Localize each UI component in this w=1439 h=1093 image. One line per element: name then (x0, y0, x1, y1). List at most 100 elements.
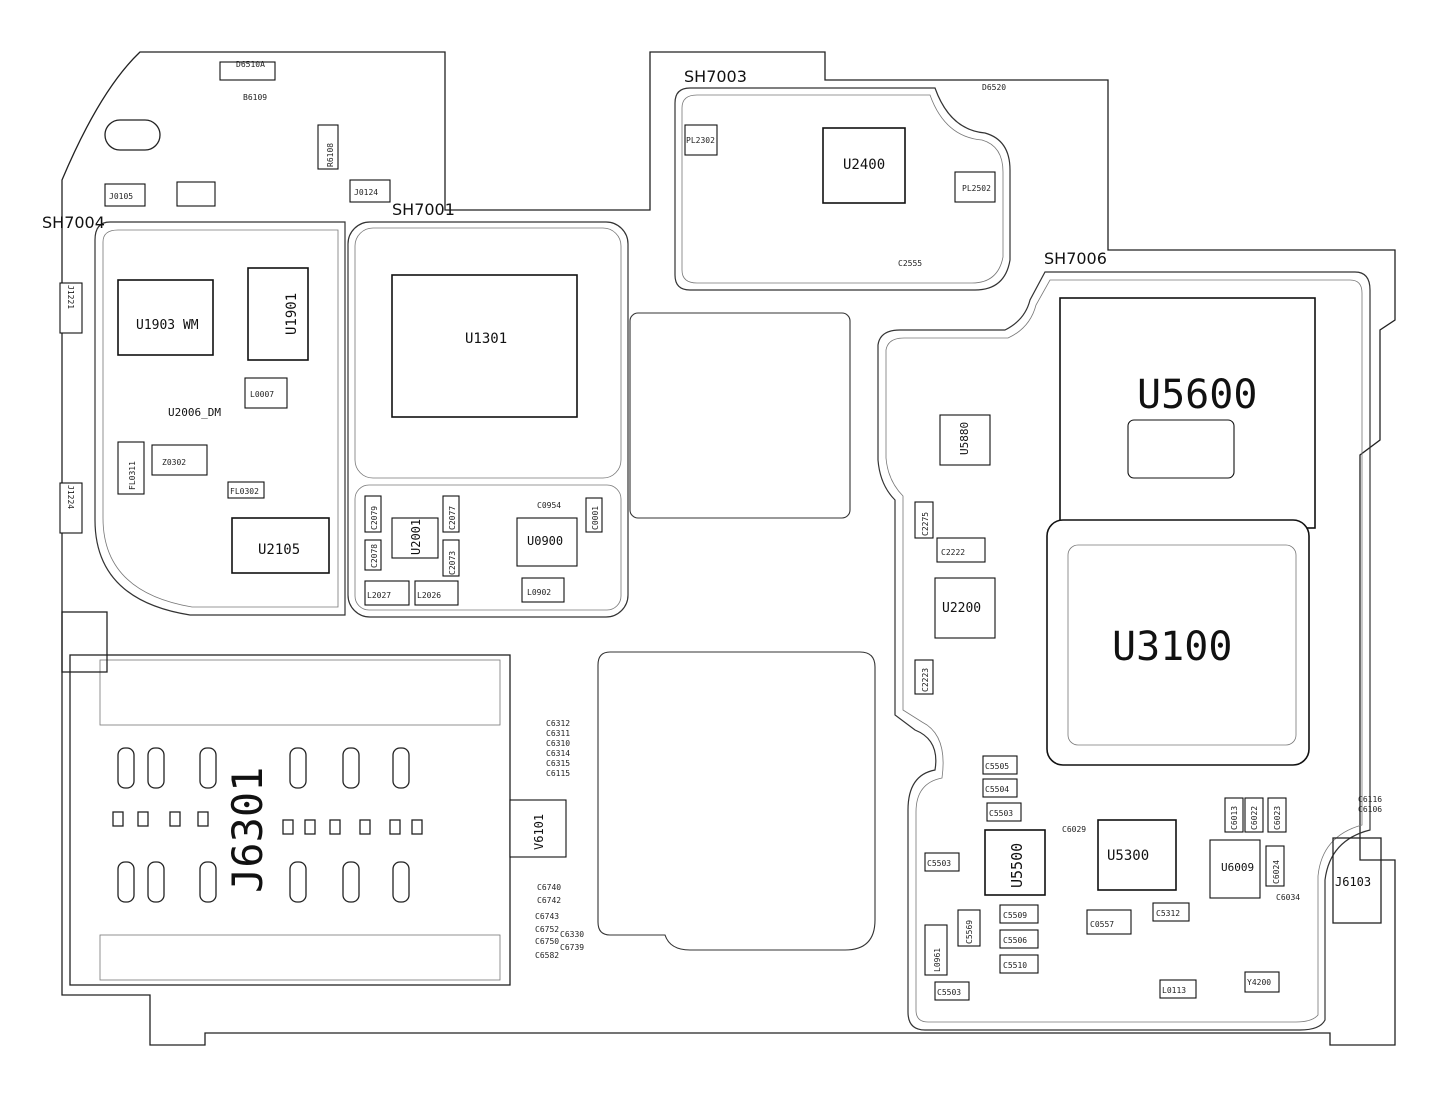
label-d6520: D6520 (982, 83, 1006, 92)
chip-c5504 (982, 778, 1018, 798)
chip-y4200 (1244, 971, 1280, 993)
chip-u2400 (822, 127, 906, 204)
chip-label-c5506: C5506 (1003, 936, 1027, 945)
chip-label-c2078: C2078 (370, 544, 379, 568)
chip-c0001 (585, 497, 603, 533)
chip-c2222 (936, 537, 986, 563)
chip-label-u1301: U1301 (465, 331, 507, 347)
chip-c6024 (1265, 845, 1285, 887)
chip-c2073 (442, 539, 460, 577)
label-c6752: C6752 (535, 925, 559, 934)
chip-label-fl0311: FL0311 (128, 461, 137, 490)
shield-label-sh7003: SH7003 (684, 67, 747, 86)
chip-label-c6023: C6023 (1273, 806, 1282, 830)
label-b6109: B6109 (243, 93, 267, 102)
part-j6103 (1332, 837, 1382, 924)
chip-label-u1903: U1903 WM (136, 318, 199, 333)
chip-u1903 (117, 279, 214, 356)
label-c6743: C6743 (535, 912, 559, 921)
shield-sh7001-inner-bottom (354, 484, 622, 611)
chip-c2078 (364, 539, 382, 571)
shield-sh7006 (877, 271, 1371, 1031)
chip-label-u3100: U3100 (1112, 624, 1232, 670)
chip-label-c5569: C5569 (965, 920, 974, 944)
chip-label-u5500: U5500 (1008, 843, 1026, 888)
chip-label-c6024: C6024 (1272, 860, 1281, 884)
shield-sh7001-inner-top (354, 227, 622, 479)
chip-label-c5510: C5510 (1003, 961, 1027, 970)
shield-label-sh7004: SH7004 (42, 213, 105, 232)
chip-c5569 (957, 909, 981, 947)
chip-c2077 (442, 495, 460, 533)
label-c6106: C6106 (1358, 805, 1382, 814)
chip-label-c6022: C6022 (1250, 806, 1259, 830)
part-9630 (176, 181, 216, 207)
chip-l0113 (1159, 979, 1197, 999)
shield-sh7003 (674, 87, 1011, 291)
chip-c6023 (1267, 797, 1287, 833)
label-c6311: C6311 (546, 729, 570, 738)
chip-label-u2001: U2001 (409, 519, 423, 555)
chip-label-pl2502: PL2502 (962, 184, 991, 193)
chip-pl2302 (684, 124, 718, 156)
chip-label-d6510: D6510A (236, 60, 265, 69)
j6301-contact-pins (112, 747, 423, 903)
chip-c5509 (999, 904, 1039, 924)
chip-label-c2077: C2077 (448, 506, 457, 530)
chip-label-r6108: R6108 (326, 143, 335, 167)
chip-label-u5880: U5880 (958, 422, 971, 455)
chip-label-z0302: Z0302 (162, 458, 186, 467)
chip-label-c6013: C6013 (1230, 806, 1239, 830)
label-c6740: C6740 (537, 883, 561, 892)
chip-label-v6101: V6101 (532, 814, 546, 850)
chip-l2027 (364, 580, 410, 606)
chip-label-u6009: U6009 (1221, 861, 1254, 874)
chip-fl0302 (227, 481, 265, 499)
chip-label-c5504: C5504 (985, 785, 1009, 794)
chip-c0557 (1086, 909, 1132, 935)
chip-c5312 (1152, 902, 1190, 922)
part-d6510 (219, 61, 276, 81)
label-c6116: C6116 (1358, 795, 1382, 804)
chip-c5503a (986, 802, 1022, 822)
chip-u5300 (1097, 819, 1177, 891)
chip-label-c2079: C2079 (370, 506, 379, 530)
chip-u5600-die (1127, 419, 1235, 479)
chip-label-u5600: U5600 (1137, 372, 1257, 418)
chip-c5506 (999, 929, 1039, 949)
label-c6312: C6312 (546, 719, 570, 728)
chip-l2026 (414, 580, 459, 606)
shield-sh7001 (347, 221, 629, 618)
chip-label-l2027: L2027 (367, 591, 391, 600)
chip-label-u1901: U1901 (284, 293, 300, 335)
chip-c5510 (999, 954, 1039, 974)
chip-c6013 (1224, 797, 1244, 833)
chip-label-c2073: C2073 (448, 551, 457, 575)
chip-u5880 (939, 414, 991, 466)
chip-label-c5503b: C5503 (927, 859, 951, 868)
label-c6310: C6310 (546, 739, 570, 748)
shield-sh7004 (94, 221, 346, 616)
label-c6314: C6314 (546, 749, 570, 758)
chip-c2275 (914, 501, 934, 539)
label-c6029: C6029 (1062, 825, 1086, 834)
chip-u6009 (1209, 839, 1261, 899)
label-c6315: C6315 (546, 759, 570, 768)
chip-label-fl0302: FL0302 (230, 487, 259, 496)
chip-label-l2026: L2026 (417, 591, 441, 600)
label-c6115: C6115 (546, 769, 570, 778)
chip-label-c5509: C5509 (1003, 911, 1027, 920)
chip-label-l0961: L0961 (933, 948, 942, 972)
chip-l0961 (924, 924, 948, 976)
chip-label-c0557: C0557 (1090, 920, 1114, 929)
label-c6742: C6742 (537, 896, 561, 905)
chip-label-c2275: C2275 (921, 512, 930, 536)
chip-label-c2222: C2222 (941, 548, 965, 557)
chip-label-c5503a: C5503 (989, 809, 1013, 818)
chip-label-u2200: U2200 (942, 601, 981, 616)
connector-j6301-clip (61, 611, 108, 673)
chip-label-j6301: J6301 (223, 767, 272, 893)
chip-label-l0007: L0007 (250, 390, 274, 399)
chip-fl0311 (117, 441, 145, 495)
